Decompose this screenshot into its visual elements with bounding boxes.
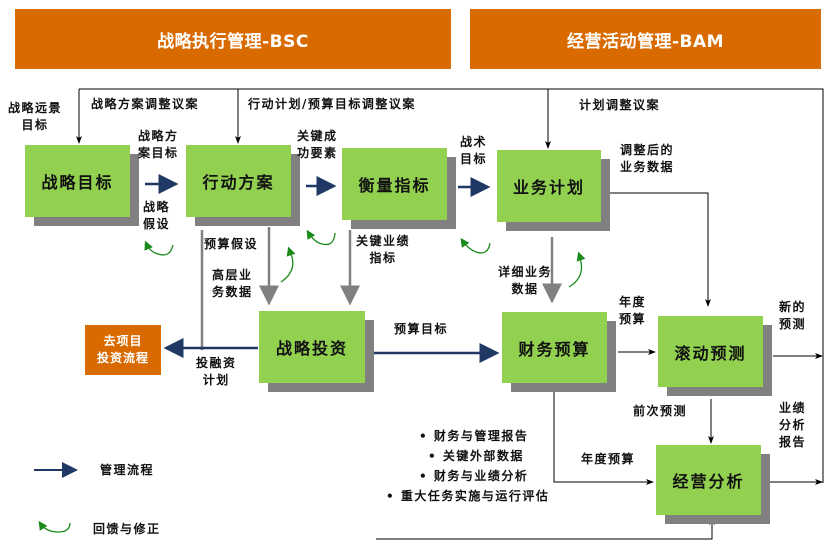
label-detail-data: 详细业务 数据 bbox=[498, 264, 552, 298]
label-line: 战略远景 bbox=[8, 101, 63, 115]
box-operation-analysis-label: 经营分析 bbox=[672, 472, 745, 491]
label-tactic-goal: 战术 目标 bbox=[460, 134, 487, 168]
label-line: 战略 bbox=[143, 200, 171, 214]
header-bsc-label: 战略执行管理-BSC bbox=[157, 31, 309, 52]
label-ksf: 关键成 功要素 bbox=[297, 128, 338, 162]
label-prev-forecast: 前次预测 bbox=[633, 404, 688, 418]
label-financing-plan: 投融资 计划 bbox=[196, 355, 237, 389]
label-new-forecast: 新的 预测 bbox=[779, 299, 806, 333]
box-operation-analysis[interactable]: 经营分析 bbox=[656, 445, 761, 515]
header-bsc: 战略执行管理-BSC bbox=[15, 9, 451, 69]
bullet-item: • 财务与管理报告 bbox=[419, 429, 529, 443]
label-line: 数据 bbox=[511, 282, 539, 296]
box-financial-budget-label: 财务预算 bbox=[518, 339, 591, 359]
label-line: 投融资 bbox=[196, 356, 237, 370]
box-strategic-goal-label: 战略目标 bbox=[41, 173, 114, 192]
label-line: 调整后的 bbox=[620, 143, 675, 157]
label-line: 关键成 bbox=[297, 129, 338, 143]
legend-management-flow: 管理流程 bbox=[100, 463, 155, 477]
label-plan-adjust: 计划调整议案 bbox=[579, 98, 661, 112]
label-strategy-assume: 战略 假设 bbox=[143, 199, 170, 233]
label-line: 关键业绩 bbox=[356, 234, 411, 248]
box-metrics[interactable]: 衡量指标 bbox=[342, 148, 447, 220]
investment-flow bbox=[163, 338, 500, 363]
bullet-item: • 关键外部数据 bbox=[428, 449, 524, 463]
label-line: 目标 bbox=[460, 152, 488, 166]
label-vision-goal: 战略远景 目标 bbox=[8, 100, 62, 134]
label-perf-report: 业绩 分析 报告 bbox=[779, 400, 806, 451]
label-annual-budget: 年度 预算 bbox=[619, 294, 646, 328]
header-bam-label: 经营活动管理-BAM bbox=[566, 31, 725, 52]
box-business-plan[interactable]: 业务计划 bbox=[497, 150, 601, 222]
label-line: 战略方 bbox=[138, 129, 179, 143]
box-financial-budget[interactable]: 财务预算 bbox=[502, 312, 607, 383]
label-strategy-adjust: 战略方案调整议案 bbox=[91, 97, 200, 111]
label-line: 务数据 bbox=[212, 285, 253, 299]
bullet-item: • 重大任务实施与运行评估 bbox=[386, 489, 550, 503]
box-action-plan[interactable]: 行动方案 bbox=[186, 145, 291, 217]
box-metrics-label: 衡量指标 bbox=[358, 176, 431, 195]
box-strategic-investment-label: 战略投资 bbox=[275, 339, 348, 358]
adjusted-data-line bbox=[609, 192, 711, 307]
feedback-arcs bbox=[144, 229, 586, 288]
label-line: 详细业务 bbox=[498, 265, 553, 279]
annual-budget-line bbox=[553, 384, 654, 485]
label-line: 报告 bbox=[779, 435, 807, 449]
box-strategic-investment[interactable]: 战略投资 bbox=[259, 311, 365, 383]
label-line: 预算 bbox=[619, 312, 647, 326]
legend-feedback-arc bbox=[38, 520, 71, 533]
label-line: 假设 bbox=[143, 217, 171, 231]
top-feedback-line bbox=[76, 88, 824, 483]
label-action-budget-adjust: 行动计划/预算目标调整议案 bbox=[248, 97, 416, 111]
box-project-investment[interactable]: 去项目 投资流程 bbox=[85, 325, 161, 375]
label-strategy-goal: 战略方 案目标 bbox=[138, 128, 179, 162]
label-budget-target: 预算目标 bbox=[394, 322, 449, 336]
label-line: 功要素 bbox=[297, 146, 338, 160]
label-adjusted-data: 调整后的 业务数据 bbox=[620, 142, 674, 176]
label-line: 分析 bbox=[779, 418, 807, 432]
label-budget-assume: 预算假设 bbox=[204, 237, 259, 251]
label-line: 业绩 bbox=[779, 401, 807, 415]
box-action-plan-label: 行动方案 bbox=[202, 173, 275, 192]
label-line: 高层业 bbox=[212, 268, 253, 282]
bottom-input-line bbox=[376, 517, 715, 540]
flow-arrows-top bbox=[145, 174, 491, 197]
project-investment-line1: 去项目 bbox=[103, 334, 143, 348]
label-line: 战术 bbox=[460, 135, 488, 149]
header-bam: 经营活动管理-BAM bbox=[470, 9, 821, 69]
label-senior-data: 高层业 务数据 bbox=[212, 267, 253, 301]
bullet-item: • 财务与业绩分析 bbox=[419, 469, 529, 483]
label-line: 预测 bbox=[779, 317, 807, 331]
box-rolling-forecast-label: 滚动预测 bbox=[674, 343, 747, 363]
box-rolling-forecast[interactable]: 滚动预测 bbox=[658, 316, 763, 387]
box-business-plan-label: 业务计划 bbox=[512, 178, 585, 197]
label-kpi: 关键业绩 指标 bbox=[356, 233, 410, 267]
box-strategic-goal[interactable]: 战略目标 bbox=[25, 145, 130, 217]
label-line: 年度 bbox=[619, 295, 647, 309]
label-line: 业务数据 bbox=[620, 160, 675, 174]
project-investment-line2: 投资流程 bbox=[96, 351, 149, 365]
label-line: 新的 bbox=[779, 300, 807, 314]
label-annual-budget-full: 年度预算 bbox=[581, 452, 636, 466]
label-line: 指标 bbox=[369, 251, 397, 265]
gray-arrows bbox=[200, 227, 562, 350]
legend-feedback: 回馈与修正 bbox=[93, 522, 161, 536]
label-line: 案目标 bbox=[138, 146, 179, 160]
label-line: 目标 bbox=[21, 118, 49, 132]
label-line: 计划 bbox=[202, 373, 230, 387]
